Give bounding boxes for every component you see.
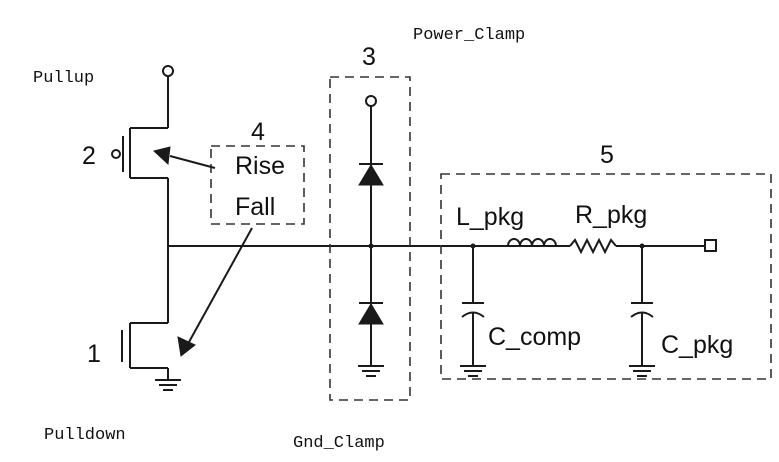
- gnd-clamp-diode: [358, 302, 384, 325]
- r-pkg-resistor: [569, 237, 617, 255]
- c-comp-label: C_comp: [488, 323, 581, 351]
- power-clamp-label: Power_Clamp: [413, 26, 525, 45]
- rise-arrow: [169, 155, 216, 169]
- block-number-1: 1: [87, 340, 101, 368]
- l-pkg-inductor: [507, 238, 557, 247]
- c-pkg-ground-icon: [629, 365, 655, 377]
- rise-fall-box: [210, 145, 305, 225]
- pullup-transistor: [111, 76, 169, 179]
- l-pkg-label: L_pkg: [456, 203, 524, 231]
- block-number-2: 2: [82, 142, 96, 170]
- rise-label: Rise: [235, 152, 285, 180]
- block-number-5: 5: [600, 141, 614, 169]
- c-pkg-capacitor: [630, 246, 654, 366]
- gnd-clamp-label: Gnd_Clamp: [293, 434, 385, 453]
- fall-label: Fall: [235, 193, 275, 221]
- clamp-ground-icon: [358, 365, 384, 377]
- r-pkg-label: R_pkg: [575, 201, 647, 229]
- pullup-label: Pullup: [33, 69, 94, 88]
- rise-arrowhead: [152, 146, 171, 166]
- pulldown-transistor: [121, 322, 169, 380]
- c-comp-capacitor: [461, 246, 485, 366]
- clamp-box: [329, 76, 411, 401]
- pulldown-ground-icon: [155, 379, 181, 391]
- c-comp-ground-icon: [460, 365, 486, 377]
- pulldown-label: Pulldown: [44, 426, 126, 445]
- output-pad: [704, 239, 717, 252]
- package-box: [440, 173, 772, 380]
- fall-arrowhead: [177, 336, 196, 357]
- fall-arrow: [188, 227, 253, 343]
- c-pkg-label: C_pkg: [661, 331, 733, 359]
- power-clamp-terminal: [365, 95, 377, 107]
- power-clamp-diode: [358, 163, 384, 186]
- block-number-3: 3: [362, 43, 376, 71]
- vcc-terminal: [162, 65, 174, 77]
- block-number-4: 4: [251, 118, 265, 146]
